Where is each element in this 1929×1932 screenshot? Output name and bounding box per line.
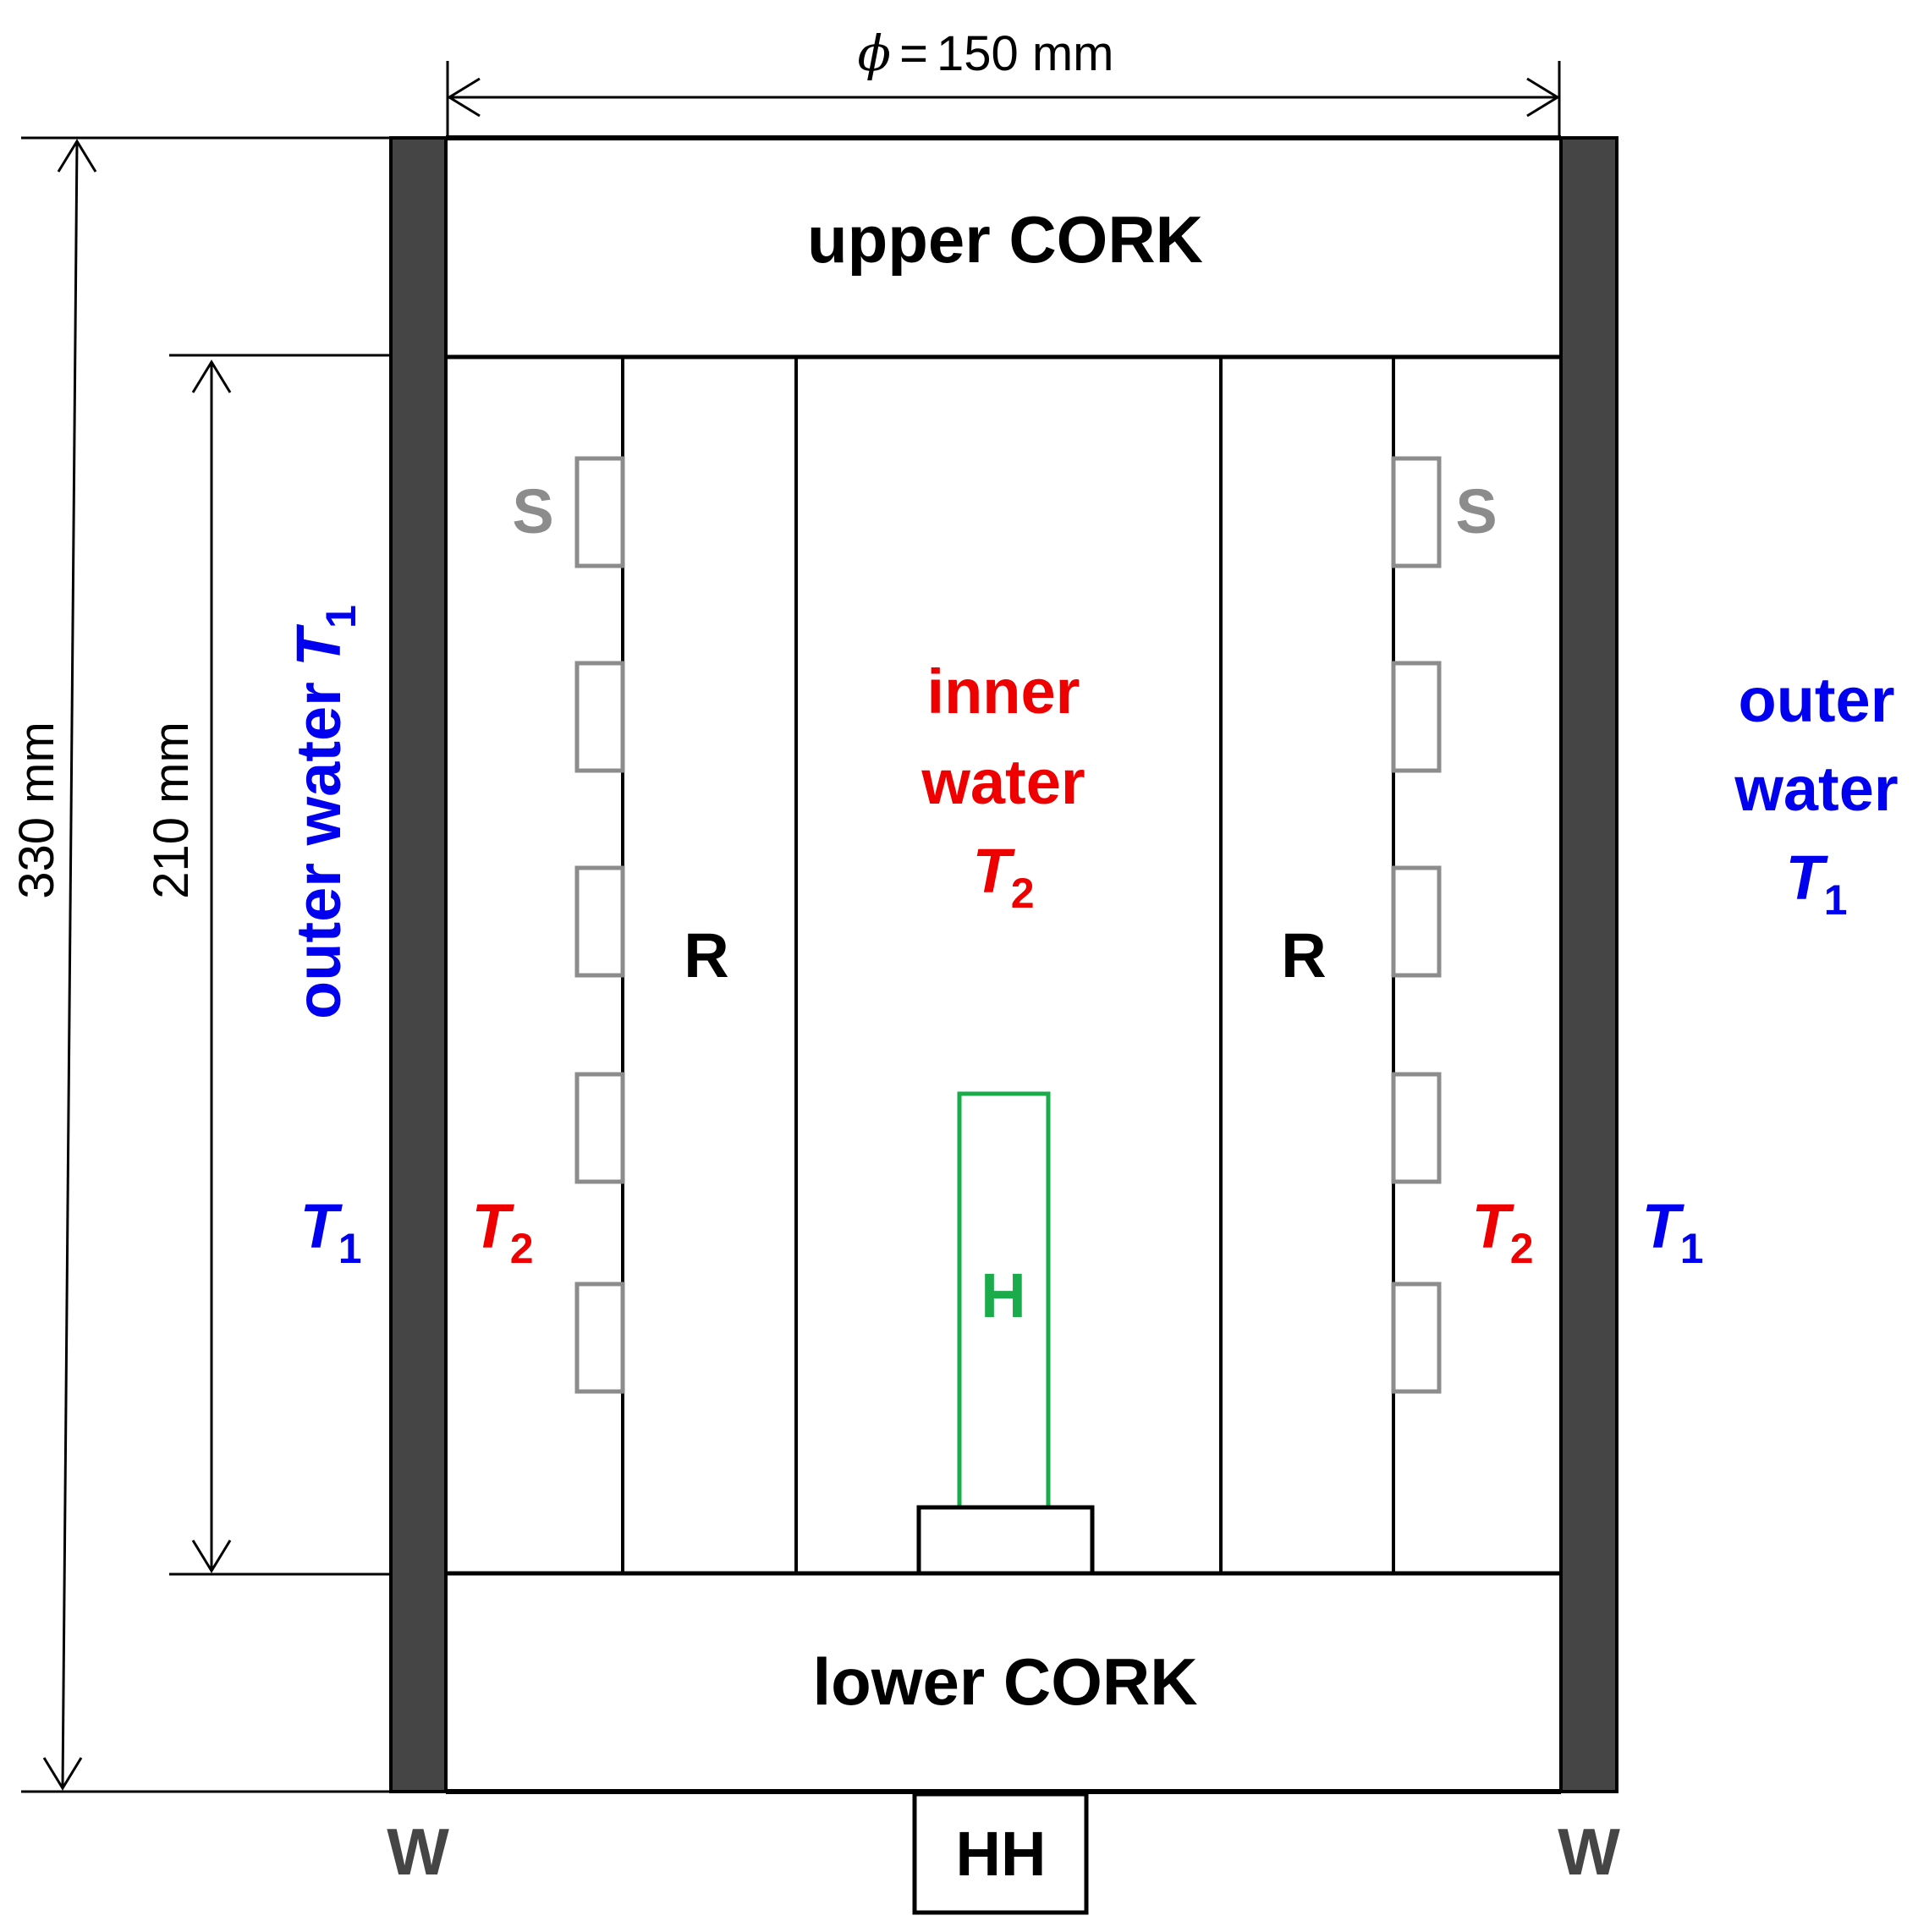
arrowhead-up-icon: [57, 139, 97, 173]
outer-water-right-line1: outer: [1739, 665, 1895, 735]
outer-water-left-label: outer waterT1: [283, 605, 365, 1019]
sensor-column-left: [574, 456, 625, 1394]
reflector-left-label: R: [684, 920, 728, 991]
sensor-left-2: [574, 661, 625, 773]
left-wall: [389, 136, 448, 1793]
height-inner-label: 210 mm: [144, 722, 199, 899]
sensor-left-3: [574, 865, 625, 978]
lower-cork-label: lower CORK: [812, 1644, 1197, 1719]
arrowhead-down-icon: [42, 1757, 83, 1791]
temp-T1-left: T1: [300, 1191, 361, 1272]
sensor-right-1: [1391, 456, 1442, 568]
arrowhead-down-inner-icon: [191, 1540, 232, 1573]
height-total-dimension-line: [61, 140, 79, 1789]
reflector-right-label: R: [1281, 920, 1326, 991]
heater-holder-label: HH: [956, 1819, 1047, 1889]
height-total-label: 330 mm: [9, 722, 64, 899]
sensor-left-4: [574, 1072, 625, 1184]
sensor-left-1: [574, 456, 625, 568]
arrowhead-up-inner-icon: [191, 360, 232, 393]
sensor-right-4: [1391, 1072, 1442, 1184]
heater-label: H: [981, 1260, 1025, 1331]
upper-cork-label: upper CORK: [807, 202, 1203, 277]
inner-water-line1: inner: [927, 656, 1080, 727]
outer-water-right-temp: T1: [1785, 843, 1847, 924]
inner-water-temp: T2: [972, 836, 1034, 917]
sensor-right-5: [1391, 1282, 1442, 1394]
sensor-left-5: [574, 1282, 625, 1394]
heater-pedestal: [916, 1505, 1095, 1576]
temp-T2-right: T2: [1471, 1191, 1533, 1272]
inner-water-line2: water: [921, 747, 1085, 817]
sensor-left-label: S: [512, 476, 553, 546]
arrowhead-left-icon: [447, 77, 481, 118]
wall-left-label: W: [387, 1814, 449, 1889]
temp-T2-left: T2: [471, 1191, 533, 1272]
outer-water-right-line2: water: [1734, 754, 1898, 824]
temp-T1-right: T1: [1641, 1191, 1703, 1272]
right-wall: [1559, 136, 1618, 1793]
diameter-label: ϕ=150 mm: [858, 25, 1114, 82]
sensor-right-3: [1391, 865, 1442, 978]
sensor-column-right: [1391, 456, 1442, 1394]
arrowhead-right-icon: [1526, 77, 1560, 118]
heater-holder-box: [912, 1792, 1089, 1915]
sensor-right-2: [1391, 661, 1442, 773]
wall-right-label: W: [1558, 1814, 1620, 1889]
sensor-right-label: S: [1455, 476, 1497, 546]
